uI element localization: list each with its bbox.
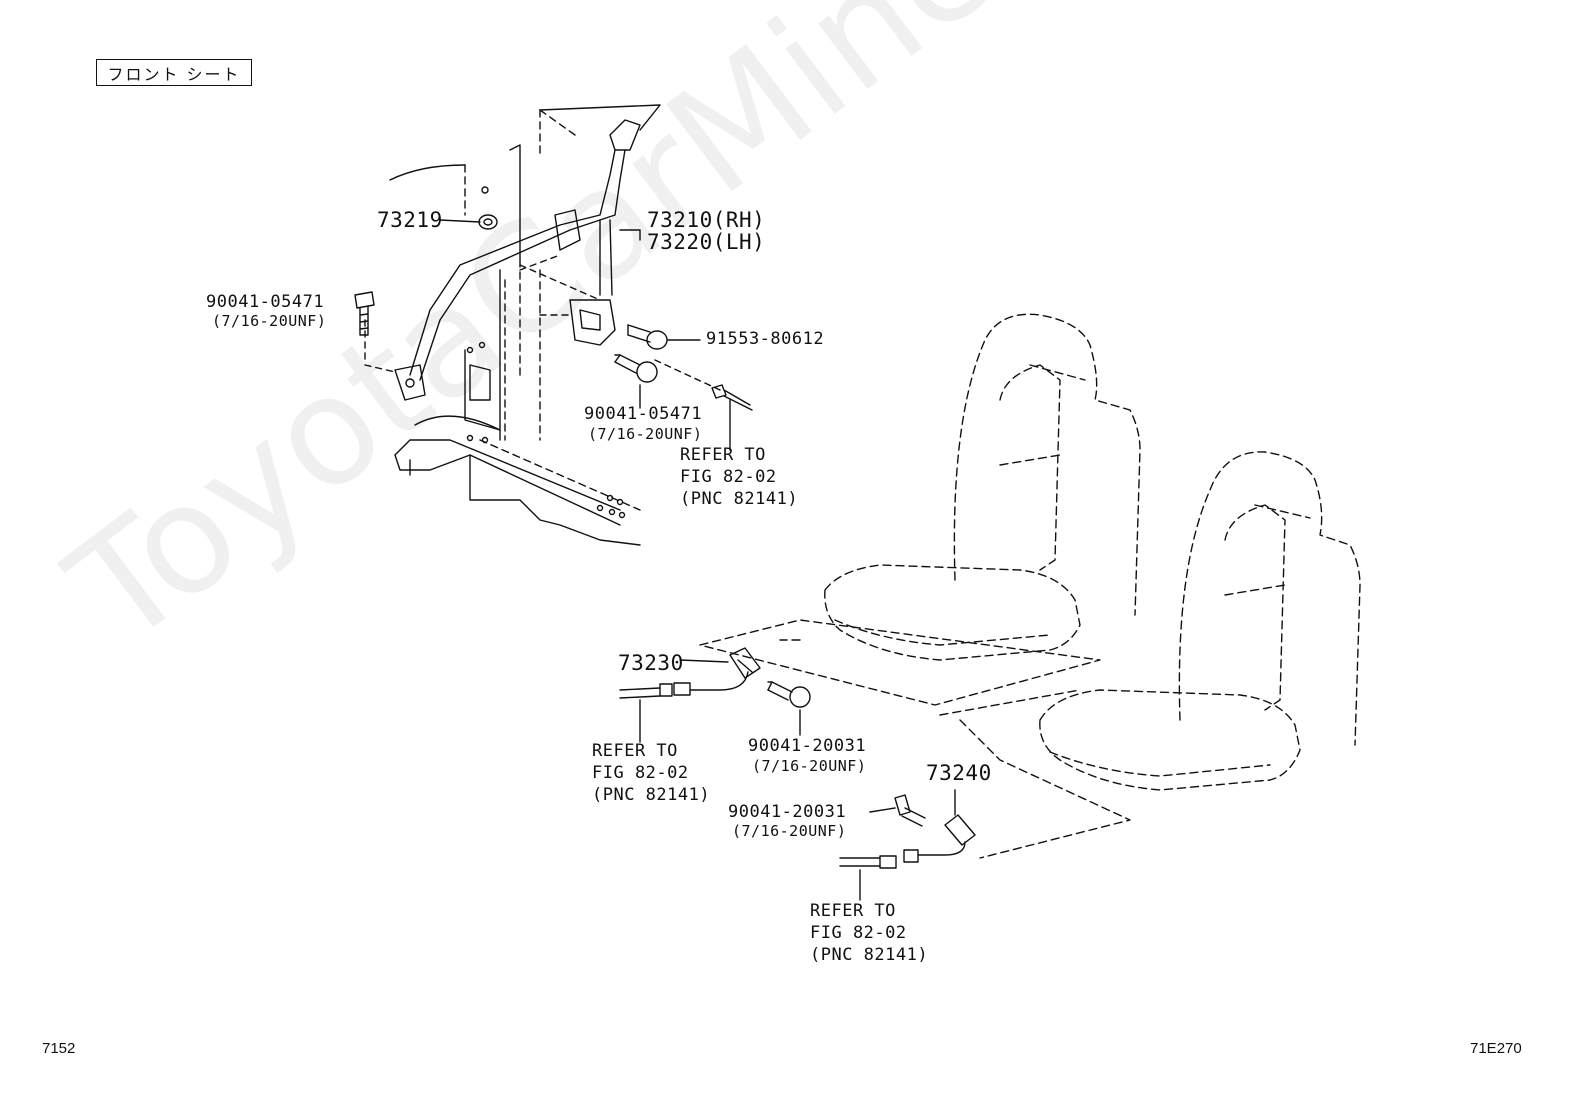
callout-bolt-mid-spec: (7/16-20UNF) (588, 425, 703, 443)
refer-line-2: FIG 82-02 (810, 923, 907, 943)
buckle-73240 (839, 789, 976, 901)
figure-number: 7152 (42, 1040, 76, 1057)
bolt-upper-left (354, 291, 375, 336)
callout-73230: 73230 (618, 651, 684, 675)
refer-line-1: REFER TO (810, 901, 896, 921)
seat-rh (824, 313, 1141, 661)
callout-73219: 73219 (377, 208, 443, 232)
buckle-73230 (619, 647, 761, 743)
refer-line-1: REFER TO (592, 741, 678, 761)
diagram-title: フロント シート (96, 59, 252, 86)
bolt-91553 (627, 324, 668, 350)
callout-bolt-mid: 90041-05471 (584, 404, 703, 424)
callout-bolt-73230-spec: (7/16-20UNF) (752, 757, 867, 775)
callout-bolt-upper-left: 90041-05471 (206, 292, 325, 312)
callout-bolt-73240: 90041-20031 (728, 802, 847, 822)
bolt-73230 (767, 681, 811, 736)
callout-73240: 73240 (926, 761, 992, 785)
refer-line-2: FIG 82-02 (680, 467, 777, 487)
bolt-73240 (869, 794, 926, 827)
seat-belt-assembly (394, 119, 641, 401)
bolt-mid (614, 354, 658, 383)
refer-line-3: (PNC 82141) (592, 785, 711, 805)
callout-bolt-73240-spec: (7/16-20UNF) (732, 822, 847, 840)
connector-upper (711, 384, 753, 411)
refer-line-1: REFER TO (680, 445, 766, 465)
callout-73210-rh: 73210(RH) (647, 208, 766, 232)
floor-outlines (699, 619, 1131, 859)
leader-lines-upper (364, 219, 731, 451)
refer-line-3: (PNC 82141) (810, 945, 929, 965)
refer-line-2: FIG 82-02 (592, 763, 689, 783)
seat-lh (1039, 451, 1361, 791)
body-panel (389, 104, 661, 546)
callout-bolt-73230: 90041-20031 (748, 736, 867, 756)
callout-91553-80612: 91553-80612 (706, 329, 825, 349)
callout-bolt-upper-left-spec: (7/16-20UNF) (212, 312, 327, 330)
callout-73220-lh: 73220(LH) (647, 230, 766, 254)
drawing-code: 71E270 (1470, 1040, 1522, 1057)
refer-line-3: (PNC 82141) (680, 489, 799, 509)
washer-73219 (478, 214, 498, 230)
